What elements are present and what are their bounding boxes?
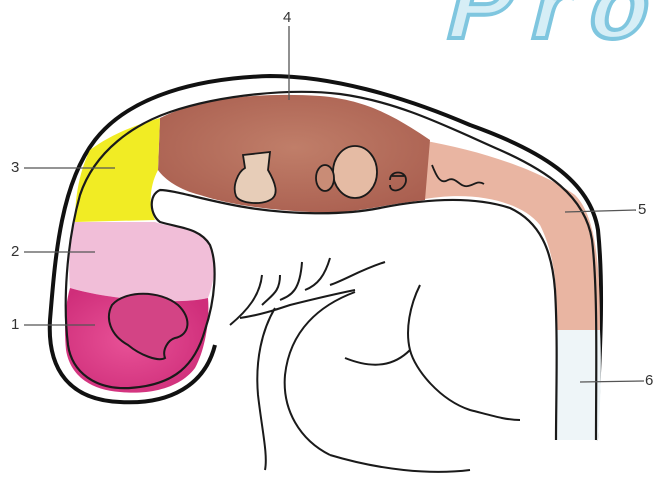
segment-5 xyxy=(420,140,600,330)
segment-2 xyxy=(69,222,214,301)
callout-4: 4 xyxy=(283,10,291,25)
callout-1: 1 xyxy=(11,317,19,332)
watermark-text: Pro xyxy=(437,0,658,59)
callout-6: 6 xyxy=(645,373,653,388)
segment-6 xyxy=(556,330,601,440)
callout-5: 5 xyxy=(638,202,646,217)
segment-3 xyxy=(75,118,160,222)
structure-vesicle-small xyxy=(316,165,334,191)
segment-4 xyxy=(158,95,430,213)
watermark-logo: Pro xyxy=(437,0,658,59)
callout-2: 2 xyxy=(11,244,19,259)
callout-3: 3 xyxy=(11,160,19,175)
vessel-lines xyxy=(230,258,520,472)
structure-vesicle-large xyxy=(333,146,377,198)
